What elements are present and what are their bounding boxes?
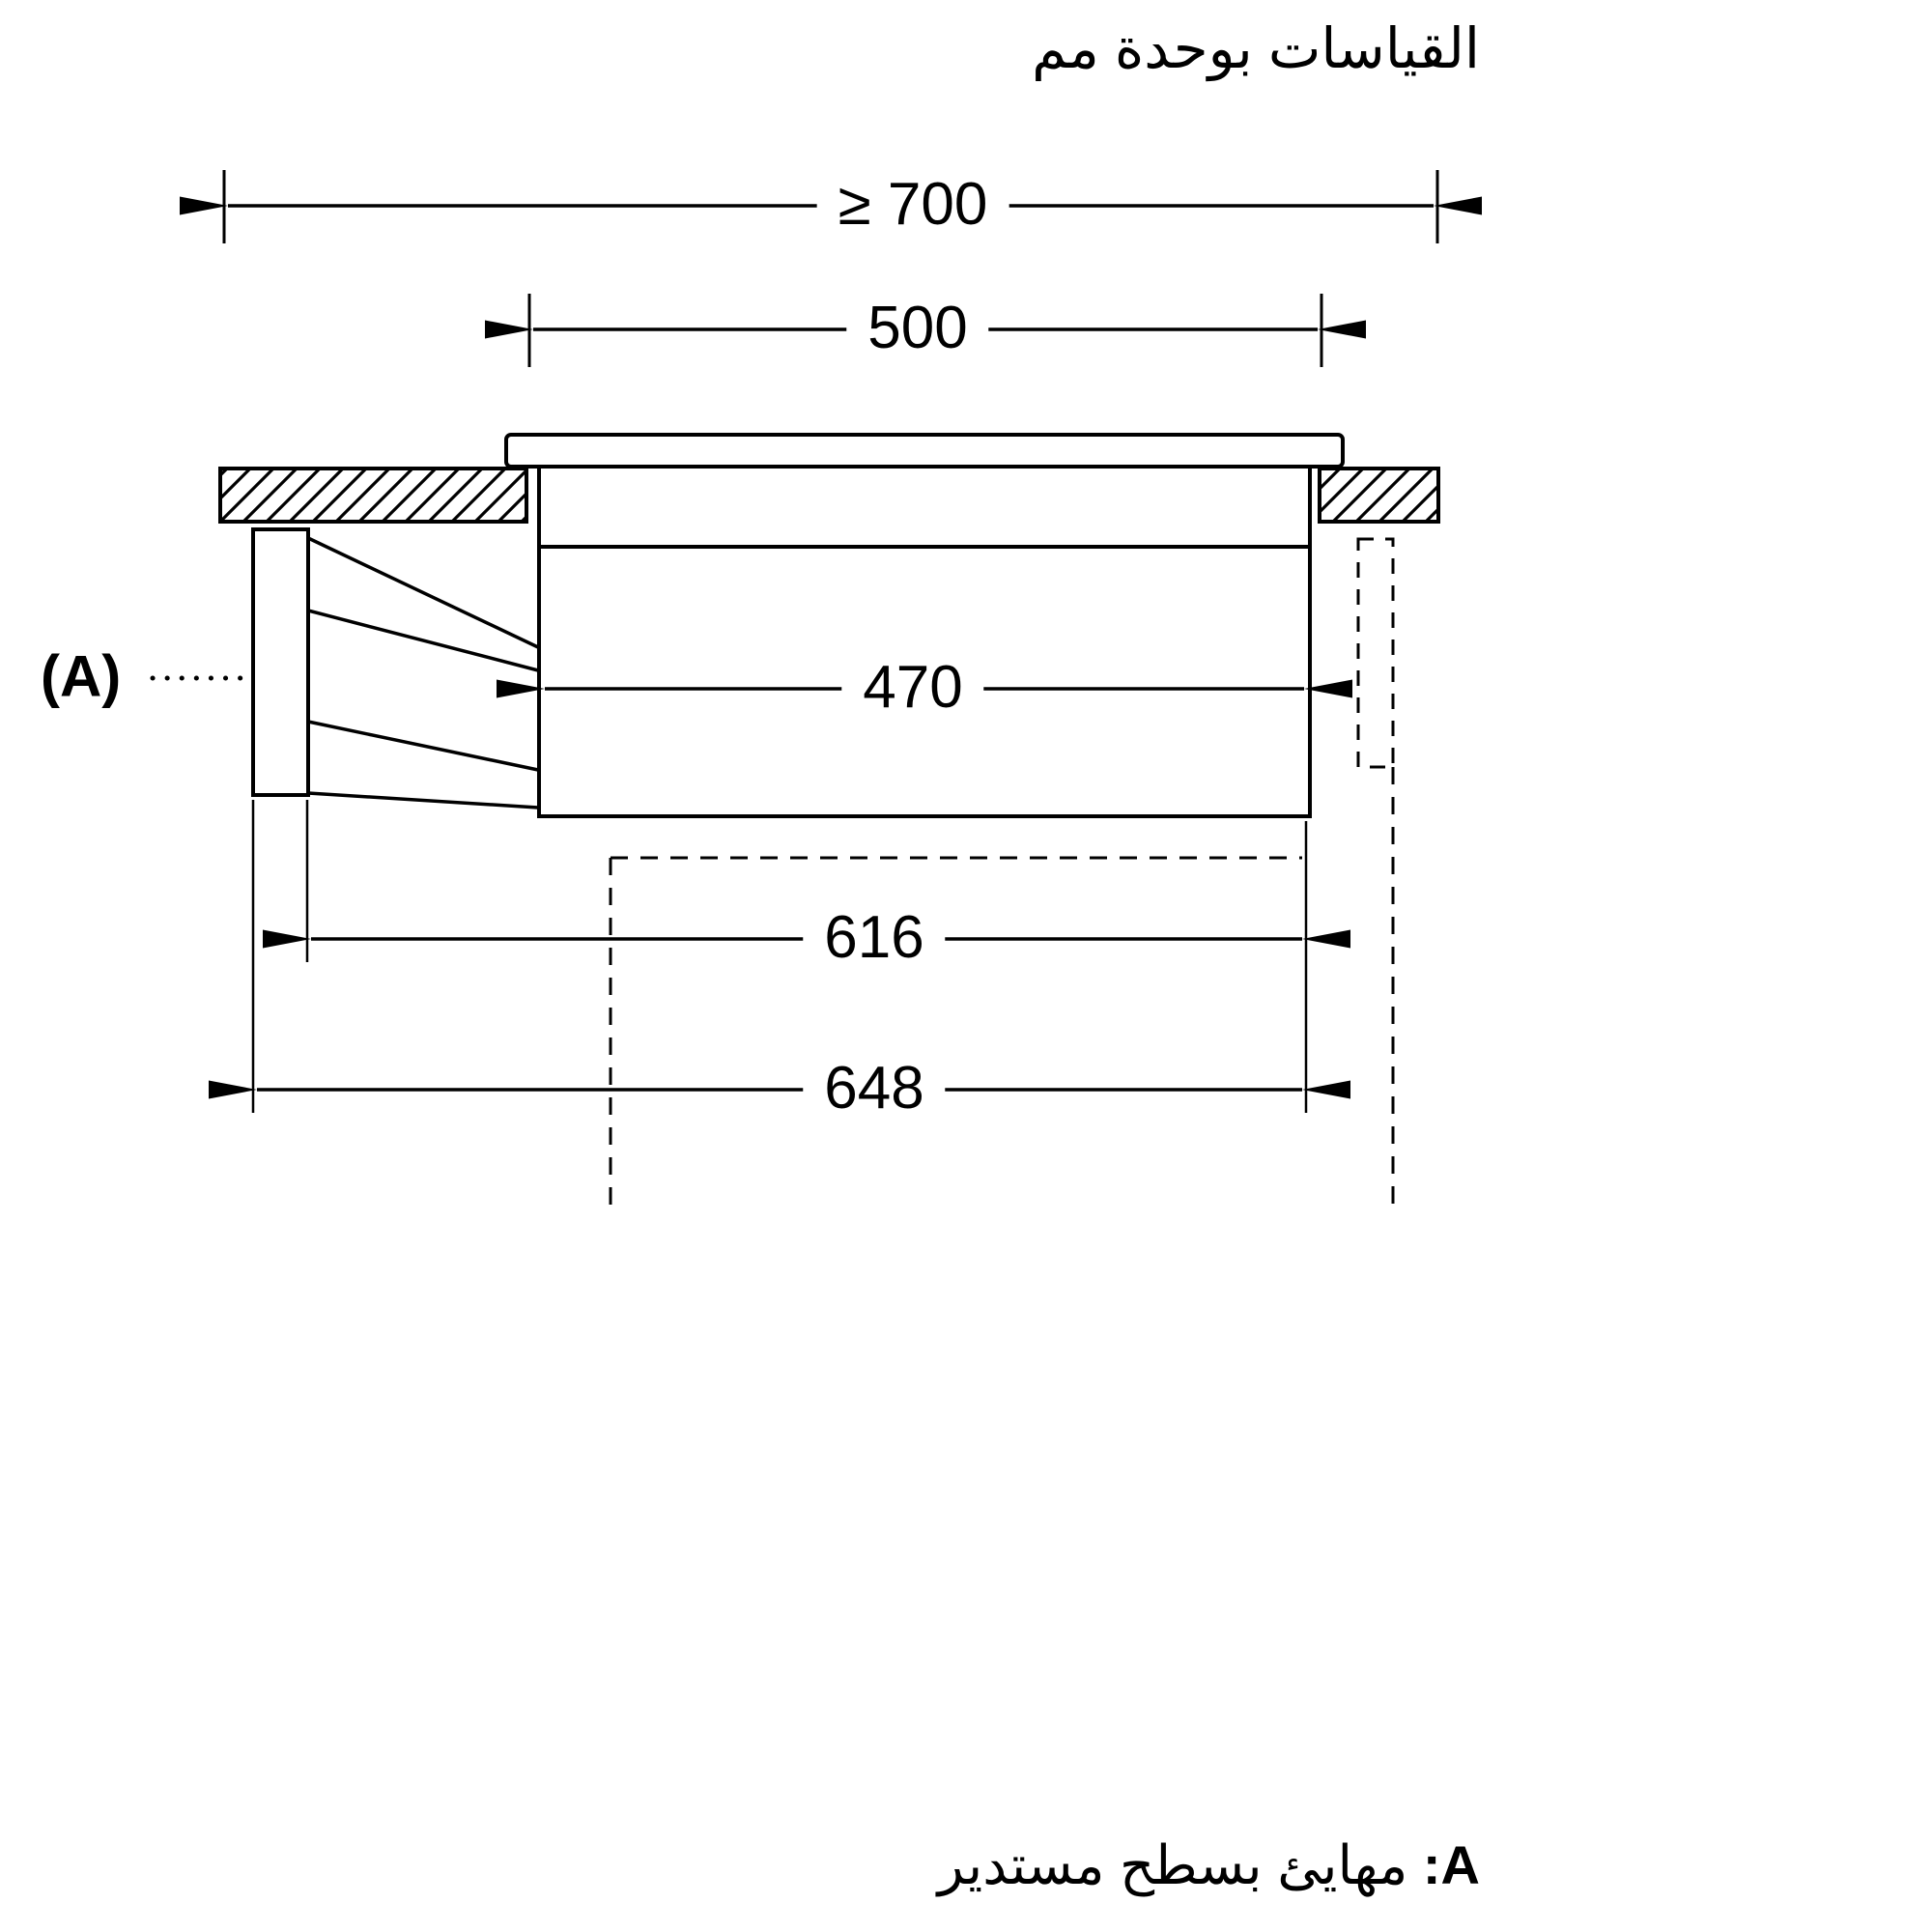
dashed-clearance-outline xyxy=(609,856,1302,1213)
dashed-duct-outline xyxy=(1356,537,1395,1213)
adapter-ref-label: (A) xyxy=(41,643,122,709)
footnote: A: مهايئ بسطح مستدير xyxy=(938,1833,1480,1897)
diagram-title: القياسات بوحدة مم xyxy=(1032,17,1480,80)
appliance-body xyxy=(537,465,1312,818)
dim-label-depth-inner: 616 xyxy=(803,904,946,972)
dim-label-overall: ≥ 700 xyxy=(816,171,1009,239)
dim-label-cutout: 500 xyxy=(846,295,989,362)
worktop-left-section xyxy=(218,467,528,524)
cooktop-plate xyxy=(504,433,1345,469)
dim-label-depth-outer: 648 xyxy=(803,1055,946,1122)
dim-label-body: 470 xyxy=(841,654,984,722)
footnote-text: مهايئ بسطح مستدير xyxy=(937,1834,1408,1895)
round-duct-adapter xyxy=(251,527,310,797)
footnote-prefix: A: xyxy=(1422,1834,1480,1895)
duct-transition-lines xyxy=(307,536,539,810)
extension-lines xyxy=(251,800,1308,1113)
worktop-right-section xyxy=(1318,467,1440,524)
